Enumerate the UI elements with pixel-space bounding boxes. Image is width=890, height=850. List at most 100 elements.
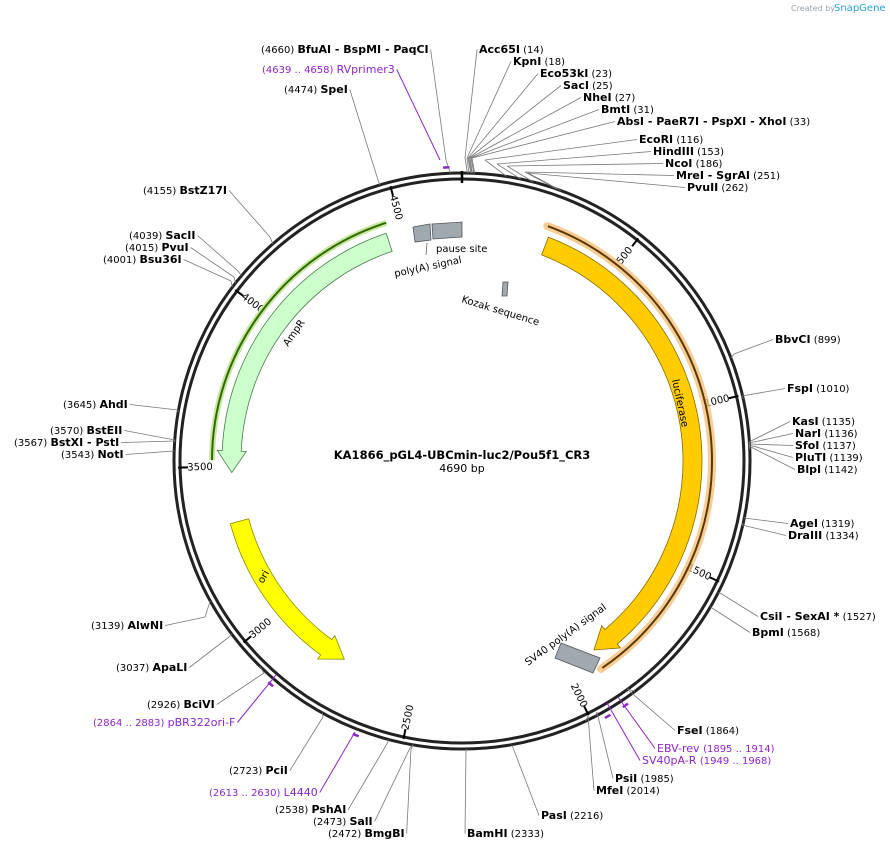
primer-range: (4639 .. 4658) (262, 65, 337, 76)
enzyme-site-bpmi: BpmI (1568) (752, 626, 820, 639)
enzyme-name: AbsI (617, 115, 644, 128)
enzyme-name: HindIII (653, 145, 694, 158)
enzyme-name: BmtI (601, 103, 630, 116)
enzyme-label: EcoRI (116) (639, 133, 703, 146)
enzyme-name: BmgBI (364, 827, 404, 840)
enzyme-label: FseI (1864) (677, 724, 739, 737)
enzyme-name: PstI (95, 436, 119, 449)
primer-mark (604, 713, 612, 719)
enzyme-label: (3570) BstEII (50, 424, 122, 437)
leader-line (524, 171, 558, 190)
feature-ori[interactable]: ori (229, 518, 345, 660)
tick-label-4500: 4500 (387, 194, 404, 221)
leader-line (748, 444, 794, 458)
leader-line (228, 190, 271, 238)
leader-line (468, 157, 473, 174)
enzyme-site-sfoi: SfoI (1137) (795, 439, 856, 452)
leader-line (189, 636, 230, 668)
pause-site-box (431, 221, 463, 240)
enzyme-site-ecori: EcoRI (116) (639, 133, 703, 146)
enzyme-site-pcii: (2723) PciI (229, 764, 288, 777)
tick-label-3000: 3000 (248, 616, 275, 641)
enzyme-site-hindiii: HindIII (153) (653, 145, 724, 158)
tick-label-2500: 2500 (400, 704, 416, 731)
enzyme-label: (3139) AlwNI (91, 619, 163, 632)
enzyme-name: BfuAI (297, 43, 331, 56)
enzyme-site-bfuai: (4660) BfuAI - BspMI - PaqCI (261, 43, 429, 56)
leader-line (269, 236, 274, 245)
enzyme-label: PluTI (1139) (795, 451, 863, 464)
primer-name: EBV-rev (657, 742, 703, 755)
leader-line (197, 235, 239, 272)
enzyme-name: AhdI (99, 398, 127, 411)
enzyme-site-bsteii: (3570) BstEII (50, 424, 122, 437)
enzyme-position: (2473) (313, 817, 349, 828)
enzyme-name: MreI (676, 169, 704, 182)
pause-site-label: pause site (436, 244, 487, 255)
feature-pause-site[interactable]: pause site (431, 221, 487, 255)
enzyme-site-bcivi: (2926) BciVI (147, 698, 215, 711)
leader-line (466, 157, 470, 174)
enzyme-position: (1985) (637, 774, 674, 785)
leader-line (527, 172, 686, 188)
feature-ampr[interactable]: AmpR (209, 219, 393, 474)
enzyme-position: (4474) (284, 85, 320, 96)
enzyme-position: (3139) (91, 621, 127, 632)
enzyme-name: NotI (97, 448, 123, 461)
leader-line (596, 711, 614, 779)
primer-rvprimer3: (4639 .. 4658) RVprimer3 (262, 63, 395, 76)
enzyme-position: (899) (811, 335, 841, 346)
feature-kozak[interactable]: Kozak sequence (460, 281, 541, 328)
enzyme-label: (2926) BciVI (147, 698, 215, 711)
enzyme-position: (23) (588, 69, 612, 80)
leader-line (471, 157, 476, 174)
leader-lines (121, 49, 796, 834)
enzyme-position: (2216) (567, 811, 604, 822)
tick-4000 (234, 289, 244, 297)
enzyme-position: (4660) (261, 45, 297, 56)
leader-line (496, 151, 652, 165)
enzyme-site-blpi: BlpI (1142) (797, 463, 858, 476)
leader-line (409, 744, 414, 749)
leader-line (230, 280, 233, 288)
enzyme-label: (2473) SalI (313, 815, 373, 828)
leader-line (741, 388, 786, 397)
enzyme-label: PsiI (1985) (615, 772, 674, 785)
enzyme-label: (3645) AhdI (63, 398, 128, 411)
enzyme-name: BstZ17I (179, 184, 227, 197)
primer-label: (2613 .. 2630) L4440 (209, 786, 318, 799)
enzyme-separator: - (782, 610, 794, 623)
enzyme-position: (1319) (818, 519, 855, 530)
primer-labels: (4639 .. 4658) RVprimer3(2864 .. 2883) p… (93, 63, 775, 799)
enzyme-site-fspi: FspI (1010) (787, 382, 850, 395)
leader-line (467, 157, 472, 174)
leader-line (748, 445, 796, 470)
primer-name: RVprimer3 (337, 63, 395, 76)
leader-line (464, 49, 478, 159)
enzyme-position: (2926) (147, 700, 183, 711)
feature-sv40-polya[interactable]: SV40 poly(A) signal (523, 602, 609, 674)
polya-box (412, 223, 432, 243)
enzyme-name: AlwNI (127, 619, 163, 632)
enzyme-site-pluti: PluTI (1139) (795, 451, 863, 464)
tick-1500 (709, 576, 720, 583)
enzyme-position: (27) (612, 93, 636, 104)
primer-range: (2613 .. 2630) (209, 788, 284, 799)
leader-line (464, 157, 468, 174)
primer-l4440: (2613 .. 2630) L4440 (209, 786, 318, 799)
tick-1000 (728, 394, 739, 400)
tick-2000 (583, 705, 590, 716)
enzyme-name: PspXI (711, 115, 746, 128)
enzyme-site-ncoi: NcoI (186) (665, 157, 723, 170)
enzyme-name: SfoI (795, 439, 819, 452)
enzyme-name: FseI (677, 724, 703, 737)
enzyme-name: BpmI (752, 626, 784, 639)
leader-line (374, 747, 411, 822)
enzyme-site-psii: PsiI (1985) (615, 772, 674, 785)
enzyme-label: (3037) ApaLI (116, 661, 187, 674)
primer-label: (4639 .. 4658) RVprimer3 (262, 63, 395, 76)
enzyme-label: (2723) PciI (229, 764, 288, 777)
enzyme-label: (3567) BstXI - PstI (14, 436, 119, 449)
enzyme-name: ApaLI (152, 661, 187, 674)
enzyme-name: PasI (541, 809, 567, 822)
